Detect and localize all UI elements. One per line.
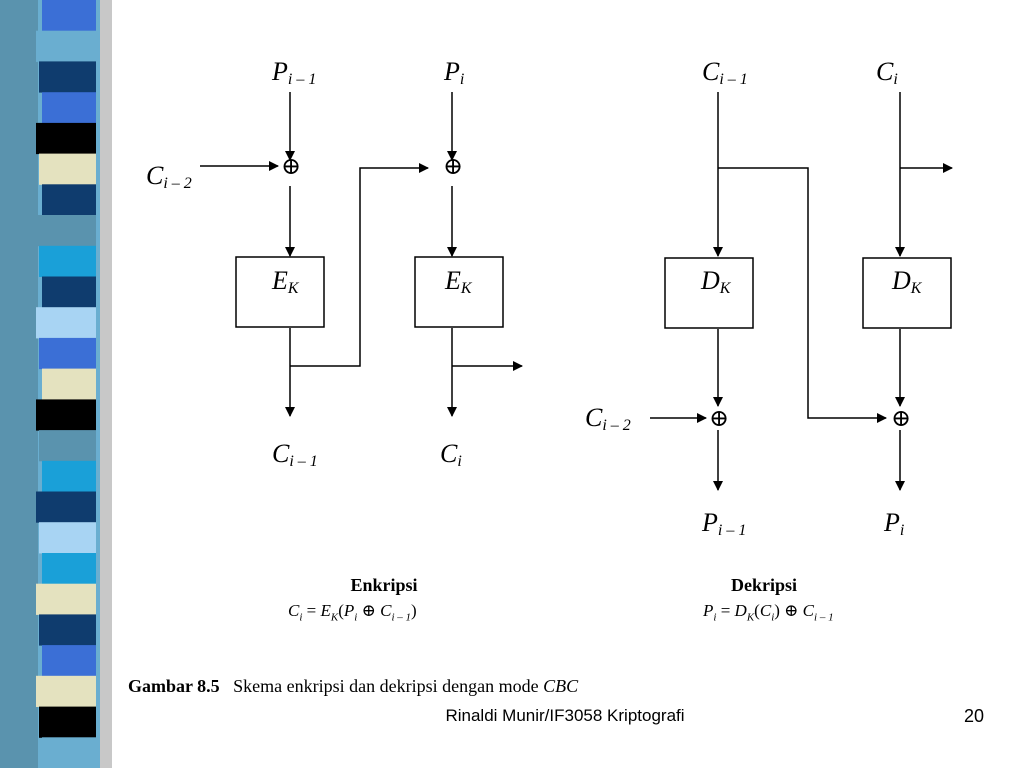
enc-block-left — [235, 256, 325, 328]
stripe-band — [42, 368, 96, 400]
stripe-band — [36, 399, 96, 431]
enc-xor-left-symbol: ⊕ — [281, 152, 301, 180]
dec-label-c-prev: Ci – 1 — [702, 57, 748, 88]
dec-caption-title: Dekripsi — [730, 575, 797, 595]
stripe-band — [42, 0, 96, 32]
figure-caption-mode: CBC — [543, 676, 579, 696]
dec-xor-right-symbol: ⊕ — [891, 404, 911, 432]
stripe-band — [42, 276, 96, 308]
dec-caption-formula: Pi = DK(Ci) ⊕ Ci – 1 — [703, 601, 834, 624]
stripe-edge — [0, 0, 38, 768]
decorative-stripe-bar — [0, 0, 112, 768]
stripe-band — [39, 337, 96, 370]
figure-caption-label: Gambar 8.5 — [128, 676, 220, 696]
stripe-band — [36, 215, 96, 247]
stripe-band — [39, 153, 96, 185]
stripe-band — [36, 307, 96, 339]
stripe-band — [42, 645, 96, 677]
dec-block-right-label: DK — [891, 266, 923, 297]
stripe-band — [36, 491, 96, 523]
enc-label-p-curr: Pi — [443, 57, 464, 88]
stripe-band — [39, 430, 96, 462]
enc-xor-right-symbol: ⊕ — [443, 152, 463, 180]
dec-line-chain-feedback — [718, 167, 887, 423]
figure-caption: Gambar 8.5 Skema enkripsi dan dekripsi d… — [128, 676, 578, 697]
dec-label-c-curr: Ci — [876, 57, 898, 88]
dec-block-left-label: DK — [700, 266, 732, 297]
stripe-band — [36, 122, 96, 155]
stripe-band — [36, 675, 96, 707]
stripe-band — [36, 30, 96, 62]
enc-caption-title: Enkripsi — [350, 575, 418, 595]
enc-line-chain-feedback — [290, 163, 429, 367]
enc-label-c-curr: Ci — [440, 439, 462, 470]
dec-label-c-in: Ci – 2 — [585, 403, 631, 434]
stripe-band — [42, 737, 96, 768]
enc-label-c-prev: Ci – 1 — [272, 439, 318, 470]
enc-block-right-label: EK — [444, 266, 473, 297]
enc-block-right — [414, 256, 504, 328]
stripe-band — [36, 583, 96, 615]
dec-block-right — [862, 257, 952, 329]
stripe-band — [39, 706, 96, 738]
stripe-band — [42, 184, 96, 216]
enc-block-left-label: EK — [271, 266, 300, 297]
enc-label-p-prev: Pi – 1 — [271, 57, 316, 88]
enc-caption-formula: Ci = EK(Pi ⊕ Ci – 1) — [288, 601, 417, 624]
footer-credit: Rinaldi Munir/IF3058 Kriptografi — [445, 706, 685, 725]
dec-xor-left-symbol: ⊕ — [709, 404, 729, 432]
stripe-band — [39, 61, 96, 93]
stripe-band — [42, 460, 96, 492]
enc-label-c-in: Ci – 2 — [146, 161, 192, 192]
stripe-band — [39, 614, 96, 646]
stripe-band — [42, 553, 96, 585]
stripe-band — [42, 92, 96, 124]
dec-label-p-curr: Pi — [883, 508, 904, 539]
dec-label-p-prev: Pi – 1 — [701, 508, 746, 539]
page-number: 20 — [964, 706, 985, 726]
stripe-band — [39, 245, 96, 277]
stripe-band — [39, 522, 96, 554]
figure-caption-text: Skema enkripsi dan dekripsi dengan mode — [233, 676, 544, 696]
dec-block-left — [664, 257, 754, 329]
